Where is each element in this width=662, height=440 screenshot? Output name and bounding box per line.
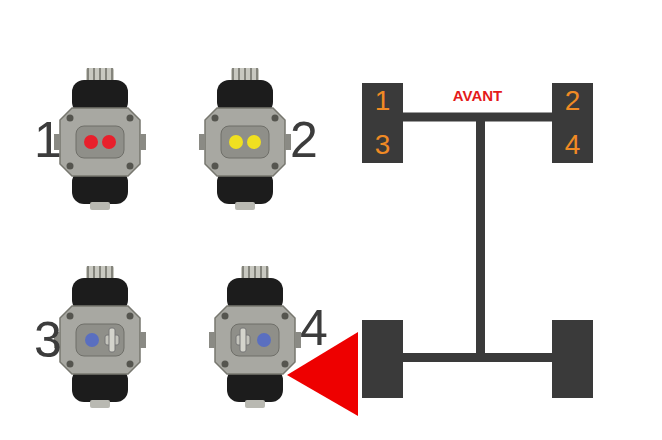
wheel-number: 2	[565, 85, 581, 117]
wheel-number: 4	[565, 129, 581, 161]
callout-number: 2	[290, 112, 318, 168]
rear-wheel	[362, 320, 403, 398]
wheel-cylinder	[54, 266, 146, 408]
wheel-number: 3	[375, 129, 391, 161]
callout-number: 4	[300, 300, 328, 356]
callout-number: 3	[34, 312, 62, 368]
wheel-cylinder	[199, 68, 291, 210]
front-axle	[403, 113, 552, 122]
chassis-spine	[476, 117, 485, 361]
wheel-cylinder	[54, 68, 146, 210]
rear-wheel	[552, 320, 593, 398]
front-wheel: 13	[362, 83, 403, 163]
wheel-number: 1	[375, 85, 391, 117]
axle-label: AVANT	[451, 87, 504, 105]
wheel-cylinder	[209, 266, 301, 408]
callout-number: 1	[34, 112, 62, 168]
front-wheel: 24	[552, 83, 593, 163]
rear-axle	[400, 353, 556, 362]
